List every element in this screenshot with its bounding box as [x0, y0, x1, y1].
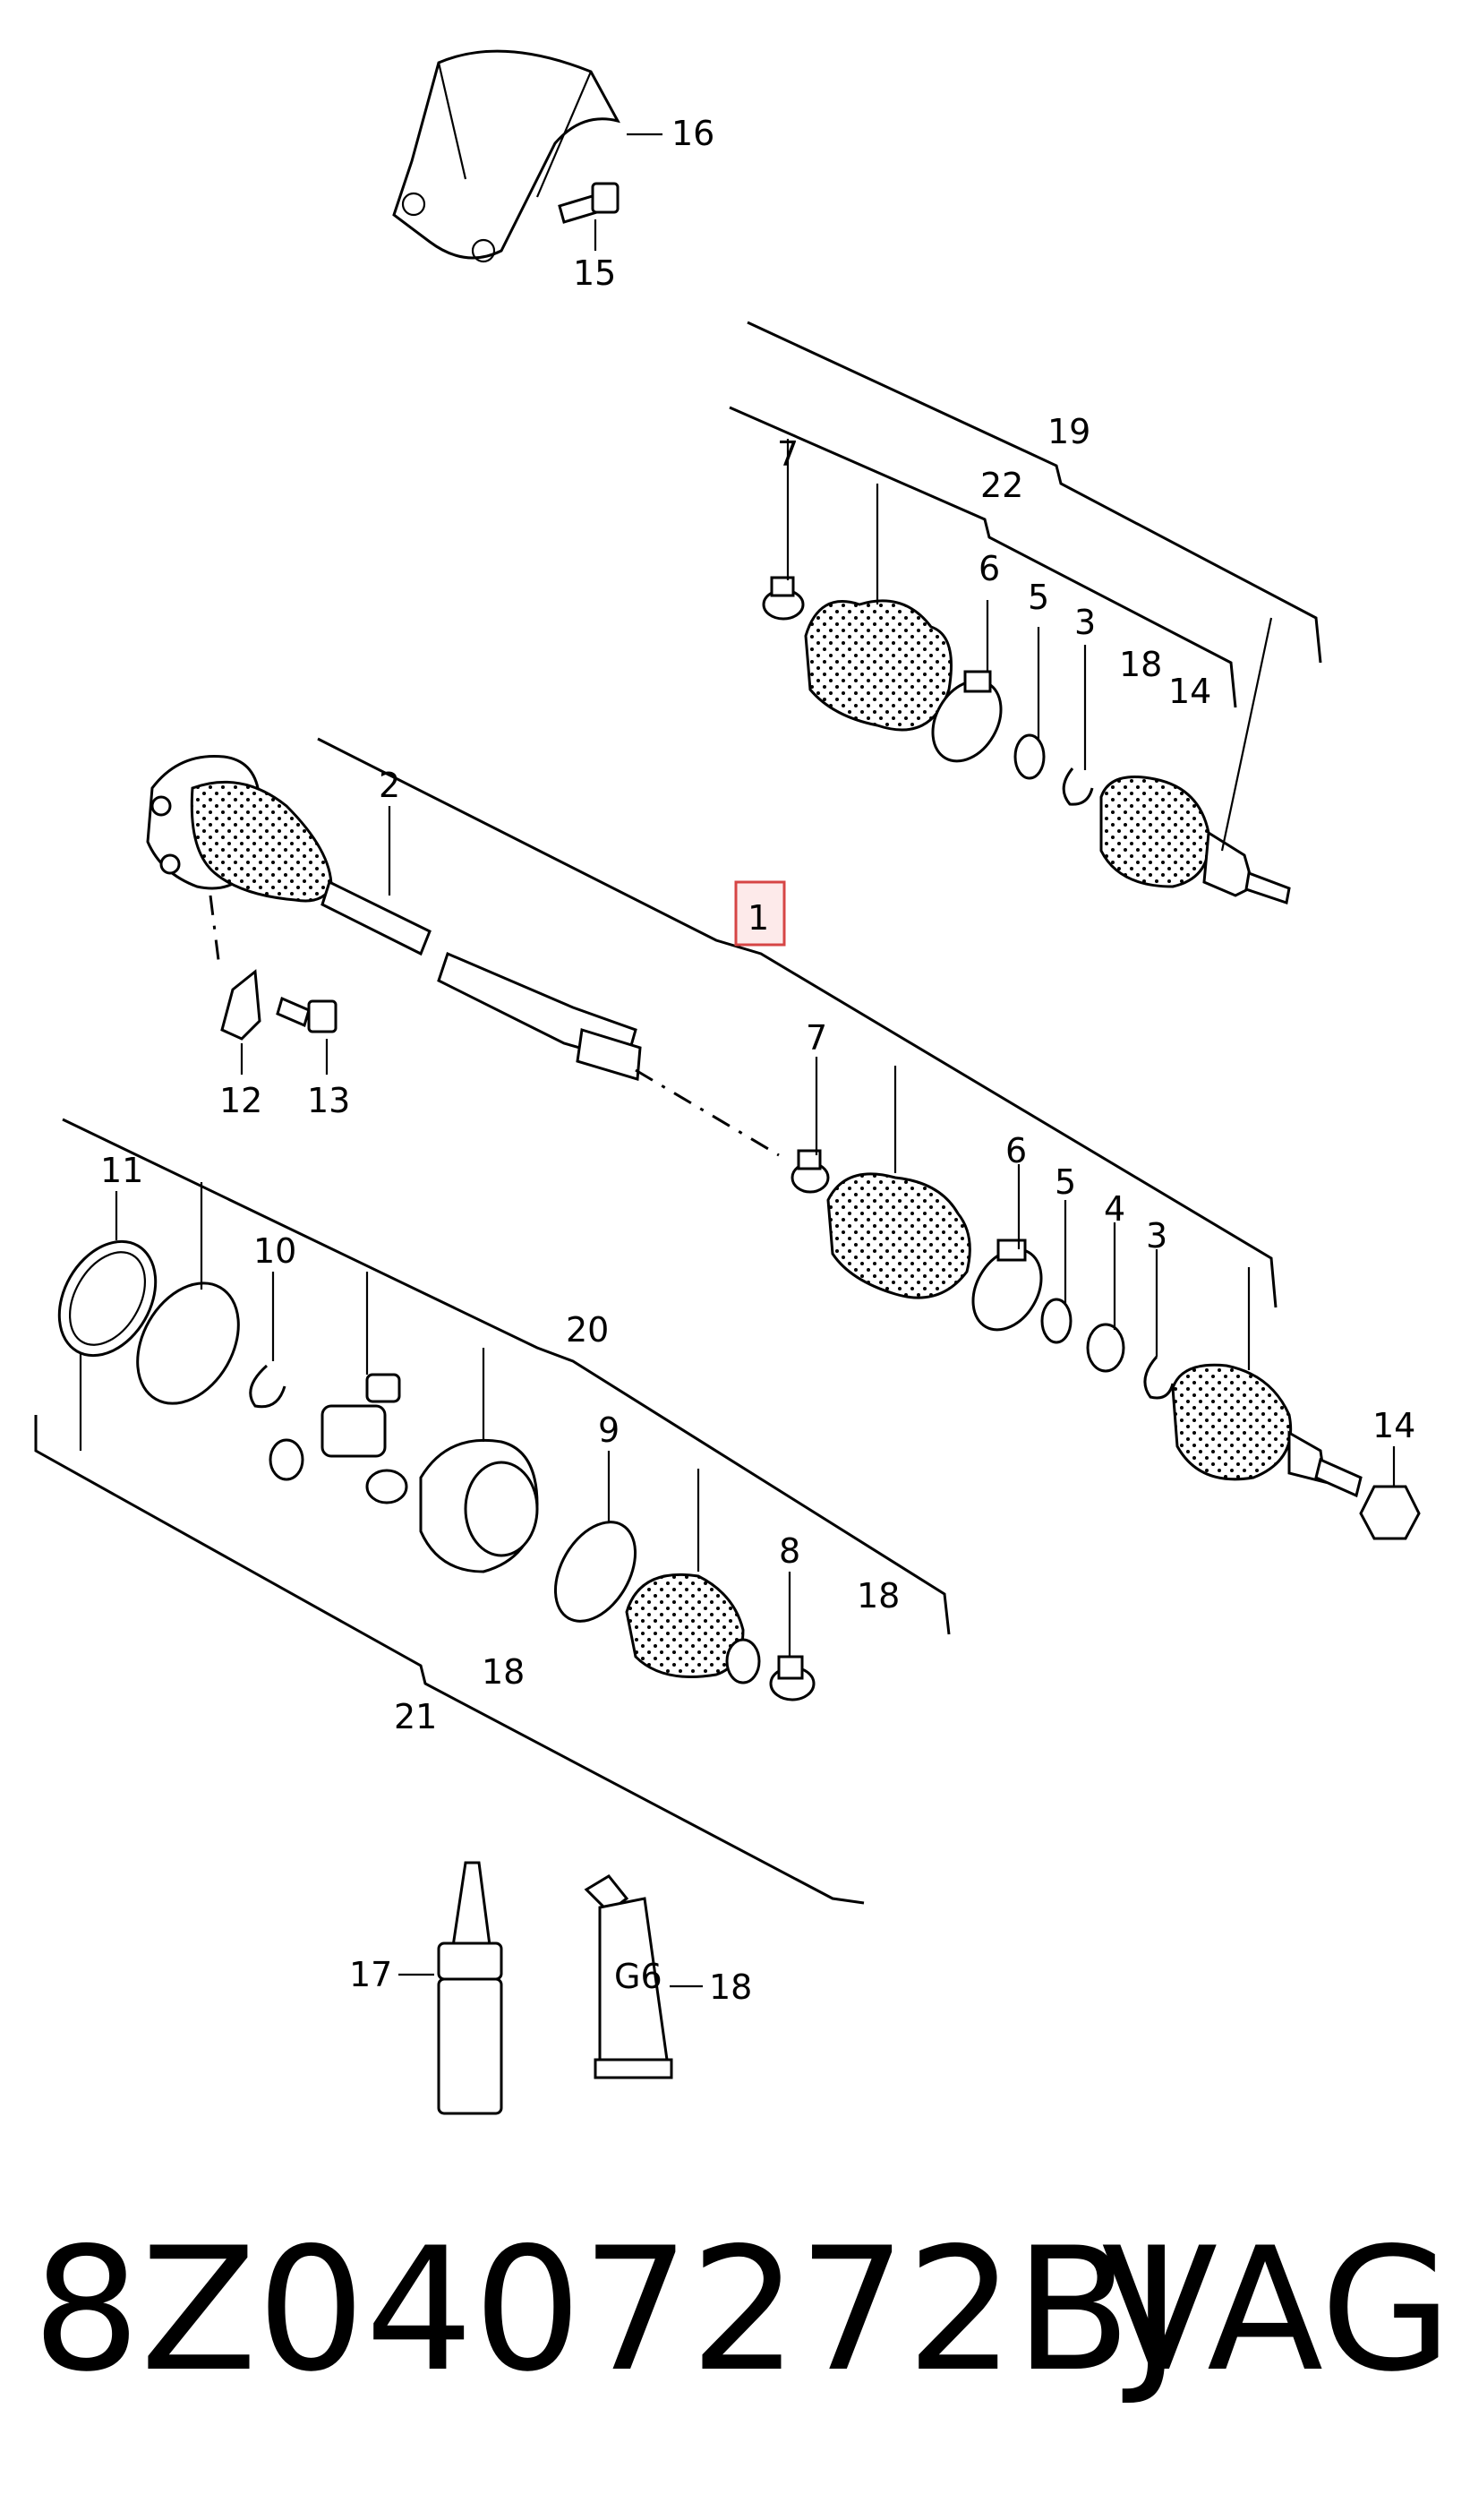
upper-circlip-3 — [1062, 767, 1094, 806]
cover-ring-11 — [57, 1239, 158, 1358]
label-16: 16 — [671, 114, 714, 153]
label-7-main: 7 — [806, 1018, 827, 1058]
main-boot-part — [826, 1172, 971, 1299]
label-18-kit-lower: 18 — [482, 1652, 525, 1692]
joint-housing-part — [419, 1438, 539, 1573]
main-ring-4 — [1086, 1323, 1125, 1373]
outer-joint-part — [1171, 1363, 1363, 1498]
label-3-main: 3 — [1146, 1216, 1167, 1256]
label-17: 17 — [349, 1955, 392, 1994]
inner-boot-part — [190, 780, 333, 903]
label-20: 20 — [566, 1310, 609, 1350]
main-clamp-6 — [971, 1239, 1043, 1332]
label-8: 8 — [779, 1531, 800, 1571]
label-1: 1 — [748, 898, 769, 938]
main-circlip-3 — [1143, 1356, 1175, 1400]
circlip-10 — [249, 1364, 286, 1409]
label-11: 11 — [100, 1151, 143, 1190]
clamp-ring-9 — [553, 1521, 637, 1623]
label-12: 12 — [219, 1081, 262, 1120]
upper-boot-part — [804, 599, 953, 732]
label-7-upper: 7 — [777, 434, 799, 474]
label-22: 22 — [980, 466, 1023, 505]
label-3-upper: 3 — [1074, 603, 1096, 642]
upper-ring-5 — [1013, 733, 1046, 780]
seal-ring-part — [136, 1281, 240, 1405]
label-13: 13 — [307, 1081, 350, 1120]
label-18-upper: 18 — [1119, 645, 1162, 684]
upper-clamp-6 — [931, 670, 1003, 763]
label-6-main: 6 — [1005, 1131, 1027, 1170]
label-18-tube: 18 — [709, 1967, 752, 2007]
tripod-spider-part — [269, 1373, 408, 1504]
label-6-upper: 6 — [979, 549, 1000, 588]
bracket-part-12 — [220, 969, 261, 1041]
exploded-parts-diagram: 16 15 19 22 7 6 5 3 18 14 1 — [34, 49, 1421, 2115]
caption-bar: 8Z0407272BJ VAG — [0, 2176, 1470, 2445]
drive-shaft-part — [320, 879, 642, 1081]
clamp-8 — [769, 1655, 816, 1701]
label-19: 19 — [1047, 412, 1090, 451]
upper-clamp-7 — [762, 576, 805, 621]
sealant-bottle-17 — [437, 1861, 503, 2115]
label-14-main: 14 — [1372, 1406, 1415, 1445]
tube-marking: G6 — [614, 1957, 662, 1996]
bolt-part-13 — [276, 996, 338, 1033]
main-clamp-7 — [791, 1149, 830, 1194]
main-ring-5 — [1040, 1298, 1073, 1344]
highlighted-label-box — [734, 880, 786, 947]
grease-tube-18 — [584, 1874, 673, 2079]
label-15: 15 — [573, 253, 616, 293]
label-18-kit-right: 18 — [857, 1576, 900, 1616]
kit-boot-part — [625, 1573, 761, 1684]
label-10: 10 — [253, 1231, 296, 1271]
label-5-main: 5 — [1055, 1162, 1076, 1202]
label-14-upper: 14 — [1168, 672, 1211, 711]
heat-shield-part — [392, 49, 620, 263]
shield-bolt-part — [558, 182, 620, 224]
label-21: 21 — [394, 1697, 437, 1736]
nut-part-14 — [1359, 1485, 1421, 1540]
label-4: 4 — [1104, 1189, 1125, 1229]
label-9: 9 — [598, 1410, 620, 1450]
upper-joint-part — [1099, 776, 1291, 904]
part-number: 8Z0407272BJ — [32, 2211, 1182, 2409]
brand-name: VAG — [1101, 2211, 1452, 2409]
label-2: 2 — [379, 766, 400, 805]
label-5-upper: 5 — [1028, 578, 1049, 617]
